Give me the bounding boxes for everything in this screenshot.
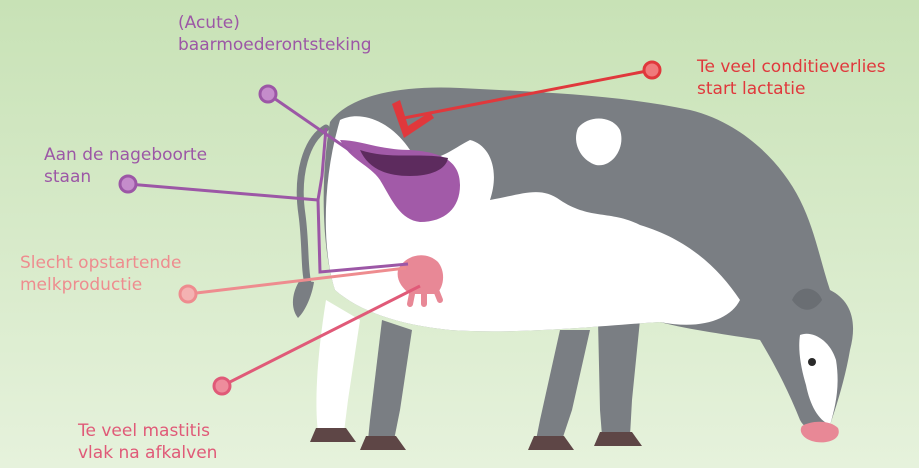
label-retained-placenta: Aan de nageboorte staan — [44, 144, 207, 188]
pin-dot — [644, 62, 660, 78]
label-line-1: Te veel mastitis — [78, 420, 217, 442]
cow-eye — [808, 358, 816, 366]
label-line-2: vlak na afkalven — [78, 442, 217, 464]
label-slow-milk-start: Slecht opstartende melkproductie — [20, 252, 181, 296]
label-line-1: Te veel conditieverlies — [697, 56, 886, 78]
label-acute-endometritis: (Acute) baarmoederontsteking — [178, 12, 372, 56]
label-line-1: (Acute) — [178, 12, 372, 34]
pin-dot — [214, 378, 230, 394]
pin-dot — [260, 86, 276, 102]
label-line-2: melkproductie — [20, 274, 181, 296]
pin-dot — [180, 286, 196, 302]
label-line-2: baarmoederontsteking — [178, 34, 372, 56]
label-line-1: Slecht opstartende — [20, 252, 181, 274]
label-line-2: start lactatie — [697, 78, 886, 100]
label-line-1: Aan de nageboorte — [44, 144, 207, 166]
label-line-2: staan — [44, 166, 207, 188]
label-mastitis: Te veel mastitis vlak na afkalven — [78, 420, 217, 464]
label-condition-loss: Te veel conditieverlies start lactatie — [697, 56, 886, 100]
